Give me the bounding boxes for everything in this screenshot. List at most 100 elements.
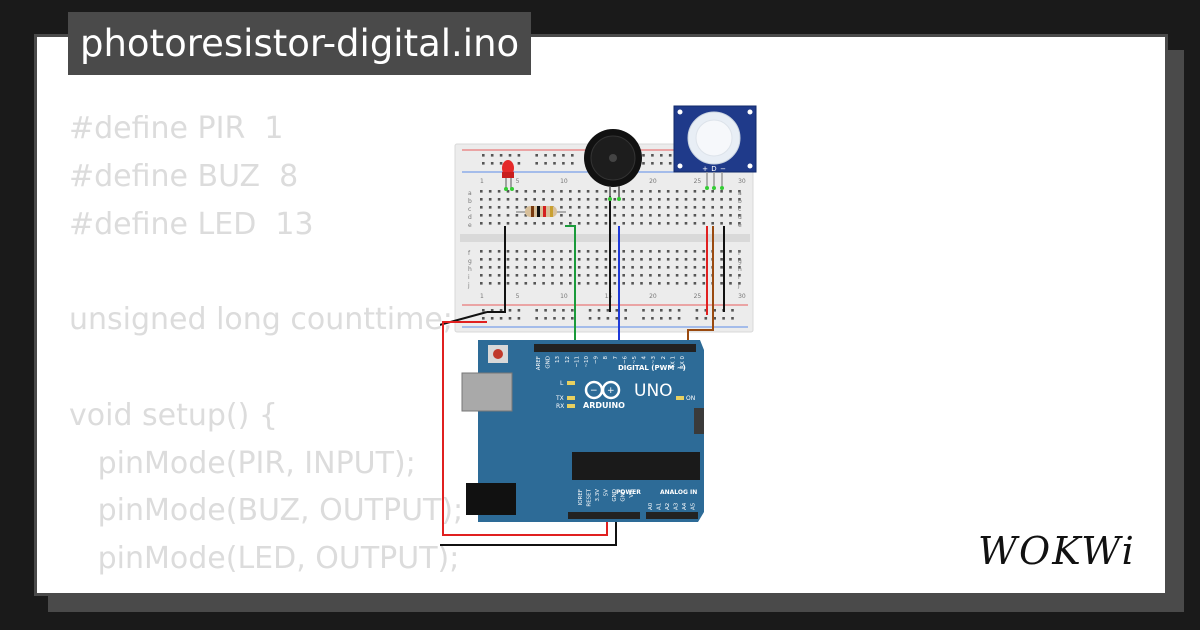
arduino-digital-pin-label: AREF: [536, 356, 542, 370]
breadboard-column-number: 5: [516, 293, 520, 300]
arduino-digital-pin-label: 8: [603, 356, 609, 360]
arduino-digital-pin-label: ~3: [651, 356, 657, 365]
code-listing: #define PIR 1 #define BUZ 8 #define LED …: [69, 105, 464, 593]
arduino-analog-pin-label: A3: [674, 502, 680, 510]
breadboard-column-number: 30: [738, 178, 746, 185]
breadboard-row-label: h: [468, 266, 472, 273]
code-line: }: [69, 589, 88, 593]
pir-pin-gnd: −: [720, 165, 726, 173]
arduino-digital-pin-label: ~10: [584, 356, 590, 368]
arduino-logo-icon: − +: [584, 380, 621, 400]
breadboard-row-label: c: [468, 206, 471, 213]
arduino-analog-pin-label: A5: [691, 502, 697, 510]
breadboard-row-label: g: [468, 258, 472, 265]
arduino-digital-pin-label: GND: [546, 356, 552, 369]
pir-pin-vcc: +: [702, 165, 708, 173]
breadboard-column-number: 30: [738, 293, 746, 300]
code-line: #define PIR 1: [69, 111, 284, 146]
arduino-digital-pin-label: ~5: [632, 356, 638, 365]
arduino-digital-pin-label: 4: [642, 356, 648, 360]
arduino-model-label: UNO: [634, 381, 673, 401]
svg-text:−: −: [590, 386, 598, 396]
breadboard-row-label: f: [468, 250, 471, 257]
analog-label: ANALOG IN: [660, 489, 697, 496]
svg-text:+: +: [607, 386, 615, 396]
breadboard-row-label: g: [738, 258, 742, 265]
wokwi-logo: WOKWi: [978, 529, 1136, 572]
wire-brown-pir-d: [687, 226, 714, 346]
svg-text:WOKWi: WOKWi: [978, 529, 1136, 572]
breadboard-column-number: 20: [649, 178, 657, 185]
arduino-analog-pin-label: A0: [648, 502, 654, 510]
breadboard-row-label: c: [738, 206, 741, 213]
arduino-digital-pin-label: ~6: [622, 356, 628, 365]
power-label: POWER: [616, 489, 641, 496]
breadboard-row-label: a: [468, 190, 472, 197]
resistor-icon: [516, 206, 566, 217]
breadboard-row-label: b: [468, 198, 472, 205]
arduino-digital-pin-label: TX 1: [670, 356, 676, 369]
code-line: #define BUZ 8: [69, 158, 299, 194]
arduino-digital-pin-label: ~11: [574, 356, 580, 368]
arduino-analog-pin-label: A4: [682, 502, 688, 510]
code-line: pinMode(LED, OUTPUT);: [69, 541, 460, 577]
breadboard-row-label: d: [468, 214, 472, 221]
led-label-tx: TX: [555, 395, 564, 402]
breadboard-row-label: h: [738, 266, 742, 273]
wire-green-resistor-13: [565, 225, 576, 346]
arduino-analog-pin-label: A2: [665, 503, 671, 510]
breadboard-column-number: 25: [694, 293, 702, 300]
breadboard-column-number: 1: [480, 178, 484, 185]
breadboard-column-number: 10: [560, 178, 568, 185]
code-line: pinMode(PIR, INPUT);: [69, 445, 416, 481]
arduino-power-pin-label: 5V: [604, 489, 610, 496]
code-line: void setup() {: [69, 397, 278, 433]
code-line: #define LED 13: [69, 206, 314, 242]
arduino-digital-pin-label: 13: [555, 356, 561, 363]
breadboard-column-number: 5: [516, 178, 520, 185]
code-line: pinMode(BUZ, OUTPUT);: [69, 493, 464, 529]
breadboard-row-label: j: [737, 282, 740, 289]
breadboard-row-label: i: [468, 274, 470, 281]
arduino-digital-pin-label: 7: [613, 356, 619, 360]
arduino-power-pin-label: GND: [621, 489, 627, 502]
breadboard-column-number: 10: [560, 293, 568, 300]
breadboard-row-label: d: [738, 214, 742, 221]
arduino-digital-pin-label: 2: [661, 356, 667, 360]
breadboard-row-label: e: [738, 222, 742, 229]
arduino-digital-pin-label: RX 0: [680, 356, 686, 369]
arduino-power-pin-label: Vin: [629, 488, 635, 497]
arduino-analog-pin-label: A1: [657, 503, 663, 510]
led-label-rx: RX: [556, 403, 564, 410]
breadboard-row-label: i: [738, 274, 740, 281]
breadboard-row-label: e: [468, 222, 472, 229]
arduino-power-pin-label: GND: [612, 489, 618, 502]
led-label-on: ON: [686, 395, 695, 402]
arduino-digital-pin-label: ~9: [594, 356, 600, 365]
arduino-power-pin-label: RESET: [587, 488, 593, 506]
arduino-brand-label: ARDUINO: [583, 401, 625, 410]
arduino-power-pin-label: 3.3V: [595, 489, 601, 502]
breadboard-row-label: j: [467, 282, 470, 289]
buzzer-icon: [584, 129, 642, 201]
wire-red-arduino-5v: [442, 321, 608, 536]
wire-black-led-gnd: [487, 226, 506, 313]
arduino-digital-pin-label: 12: [565, 356, 571, 363]
digital-header-label: DIGITAL (PWM ~): [618, 364, 686, 372]
led-label-l: L: [560, 380, 564, 387]
code-line: unsigned long counttime;: [69, 302, 453, 338]
pir-sensor-icon: + D −: [673, 105, 757, 190]
arduino-power-pin-label: IOREF: [578, 489, 584, 505]
project-title: photoresistor-digital.ino: [68, 12, 532, 75]
led-red-icon: [502, 160, 514, 191]
breadboard-row-label: b: [738, 198, 742, 205]
breadboard-column-number: 15: [605, 293, 613, 300]
breadboard-row-label: a: [738, 190, 742, 197]
circuit-diagram: aabbccddeeffgghhiijj11551010151520202525…: [440, 105, 757, 546]
breadboard-column-number: 25: [694, 178, 702, 185]
breadboard-row-label: f: [738, 250, 741, 257]
breadboard-column-number: 20: [649, 293, 657, 300]
breadboard-column-number: 1: [480, 293, 484, 300]
pir-pin-d: D: [711, 165, 716, 173]
